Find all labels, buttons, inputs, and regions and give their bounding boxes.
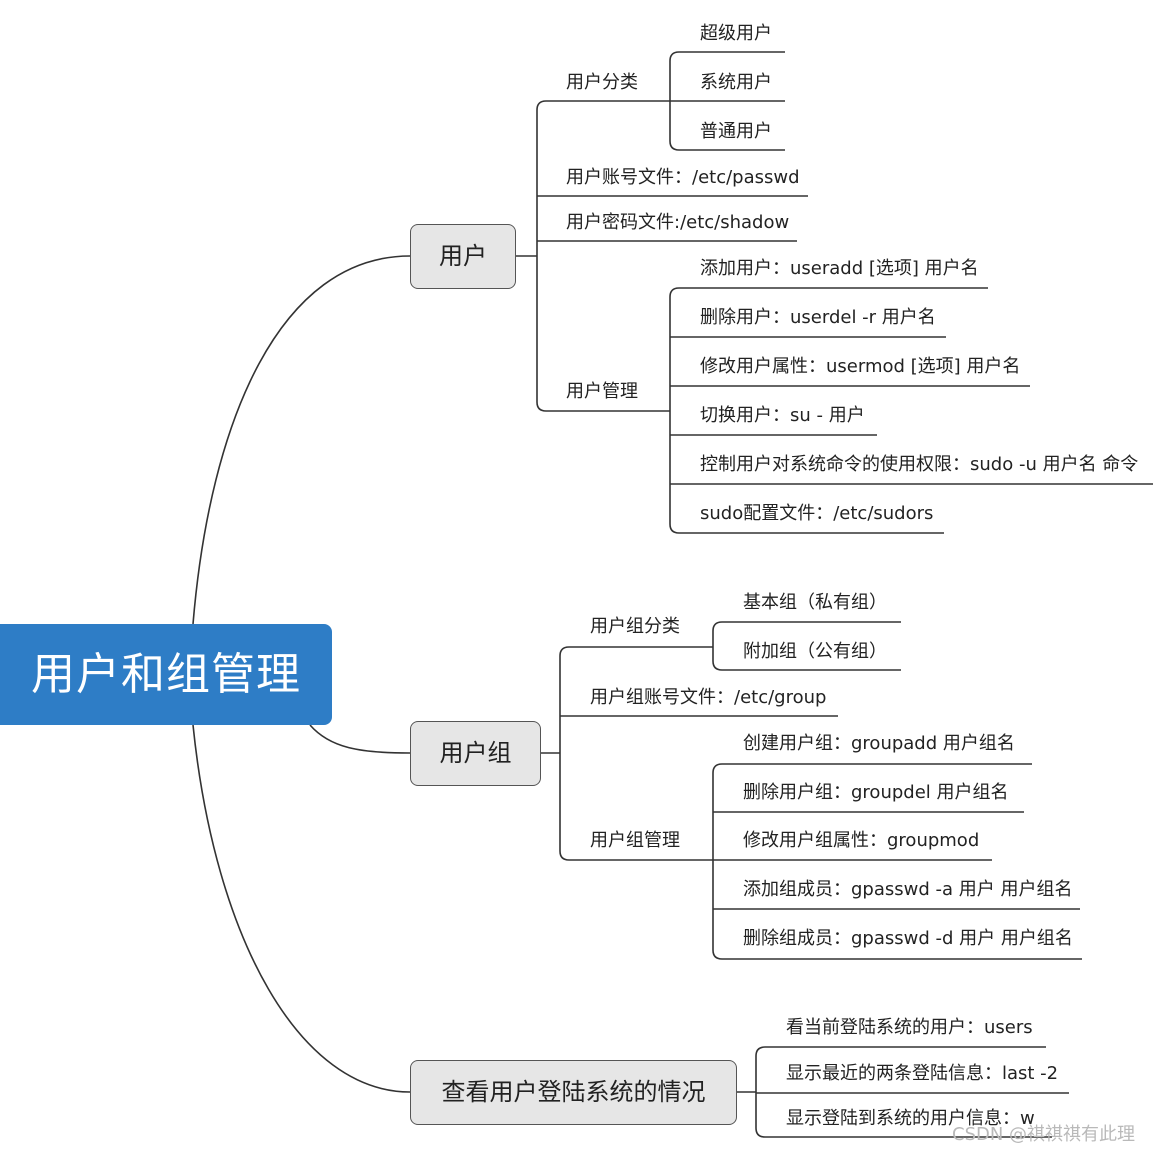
node-user: 用户 bbox=[410, 224, 516, 289]
user-management-item: 删除用户：userdel -r 用户名 bbox=[700, 307, 936, 328]
user-account-file: 用户账号文件：/etc/passwd bbox=[566, 167, 800, 188]
user-management-item: 修改用户属性：usermod [选项] 用户名 bbox=[700, 356, 1021, 377]
connector-group-trunk bbox=[540, 646, 838, 861]
connector-group-class-items bbox=[712, 621, 901, 671]
user-password-file: 用户密码文件:/etc/shadow bbox=[566, 212, 790, 233]
connector-root-login bbox=[192, 724, 411, 1093]
login-item: 显示登陆到系统的用户信息：w bbox=[786, 1108, 1035, 1129]
group-category-item: 基本组（私有组） bbox=[743, 592, 887, 613]
node-login: 查看用户登陆系统的情况 bbox=[410, 1060, 737, 1125]
login-item: 显示最近的两条登陆信息：last -2 bbox=[786, 1063, 1059, 1084]
connector-group-mgmt-items bbox=[712, 763, 1082, 960]
connector-root-user bbox=[192, 255, 411, 625]
user-management-item: sudo配置文件：/etc/sudors bbox=[700, 503, 934, 524]
group-category-item: 附加组（公有组） bbox=[743, 641, 887, 662]
group-management-item: 创建用户组：groupadd 用户组名 bbox=[743, 733, 1015, 754]
user-category-item: 系统用户 bbox=[700, 72, 772, 93]
connector-user-trunk bbox=[515, 100, 808, 412]
group-management-label: 用户组管理 bbox=[590, 830, 680, 851]
connector-login-items bbox=[736, 1046, 1069, 1138]
watermark: CSDN @祺祺祺有此理 bbox=[952, 1124, 1136, 1145]
user-management-label: 用户管理 bbox=[566, 381, 638, 402]
connector-user-class-items bbox=[669, 51, 785, 151]
group-management-item: 添加组成员：gpasswd -a 用户 用户组名 bbox=[743, 879, 1073, 900]
user-management-item: 添加用户：useradd [选项] 用户名 bbox=[700, 258, 979, 279]
user-management-item: 切换用户：su - 用户 bbox=[700, 405, 865, 426]
user-category-item: 超级用户 bbox=[700, 23, 772, 44]
group-management-item: 删除组成员：gpasswd -d 用户 用户组名 bbox=[743, 928, 1073, 949]
group-management-item: 修改用户组属性：groupmod bbox=[743, 830, 980, 851]
group-management-item: 删除用户组：groupdel 用户组名 bbox=[743, 782, 1009, 803]
user-categories-label: 用户分类 bbox=[566, 72, 638, 93]
user-management-item: 控制用户对系统命令的使用权限：sudo -u 用户名 命令 bbox=[700, 454, 1139, 475]
root-node: 用户和组管理 bbox=[0, 624, 332, 725]
user-category-item: 普通用户 bbox=[700, 121, 772, 142]
connector-user-mgmt-items bbox=[669, 287, 1153, 534]
connector-root-group bbox=[309, 724, 411, 754]
node-group: 用户组 bbox=[410, 721, 541, 786]
group-account-file: 用户组账号文件：/etc/group bbox=[590, 687, 827, 708]
login-item: 看当前登陆系统的用户：users bbox=[786, 1017, 1033, 1038]
group-categories-label: 用户组分类 bbox=[590, 616, 680, 637]
